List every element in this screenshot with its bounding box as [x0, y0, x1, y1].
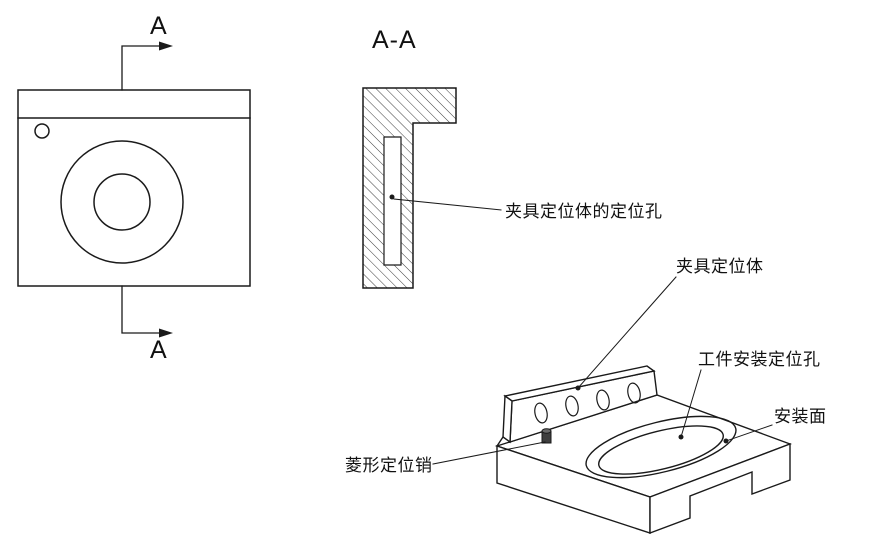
wall-hole-4: [627, 382, 641, 404]
leader-mounting-surface: [725, 424, 773, 442]
front-view-body-outline: [17, 89, 251, 287]
diamond-pin: [541, 428, 552, 444]
section-body-hatched: [362, 87, 457, 289]
section-cut-line-top: [121, 45, 160, 91]
leader-dot-fixture-body: [575, 385, 581, 391]
front-view-bore-outer: [60, 140, 184, 264]
front-view-corner-hole: [34, 123, 50, 139]
label-fixture-hole: 夹具定位体的定位孔: [505, 202, 663, 221]
wall-left-face: [502, 394, 513, 444]
leader-workpiece-hole: [680, 369, 702, 438]
leader-lines: [393, 198, 773, 465]
section-letter-top: A: [150, 12, 167, 40]
leader-diamond-pin: [432, 441, 546, 465]
section-hole-void: [384, 137, 401, 265]
diamond-pin-top: [541, 428, 552, 434]
section-hole-reference-dot: [389, 194, 395, 200]
wall-base-left-edge: [496, 436, 504, 447]
section-letter-bottom: A: [150, 336, 167, 364]
wall-hole-1: [534, 402, 548, 424]
label-mounting-surface: 安装面: [774, 407, 827, 426]
recess-outer-ellipse: [585, 415, 737, 479]
section-view-title: A-A: [372, 26, 417, 54]
wall-hole-3: [596, 389, 610, 411]
base-front-right-face-with-notch: [649, 442, 791, 535]
section-view: [362, 87, 457, 289]
wall-holes: [534, 382, 641, 424]
front-view: [17, 41, 251, 338]
section-cut-line-bottom: [121, 285, 160, 334]
section-arrow-top-icon: [159, 41, 173, 51]
leader-fixture-hole: [393, 198, 502, 211]
leader-fixture-body: [577, 276, 677, 389]
section-hole-edges: [383, 136, 402, 266]
leader-dot-workpiece-hole: [678, 434, 684, 440]
isometric-view: [494, 365, 793, 535]
wall-hole-2: [565, 395, 579, 417]
recess-inner-ellipse: [598, 425, 724, 475]
label-fixture-body: 夹具定位体: [676, 257, 764, 276]
leader-dot-mounting-surface: [723, 438, 729, 444]
label-workpiece-hole: 工件安装定位孔: [698, 350, 821, 369]
section-arrow-bottom-icon: [159, 328, 173, 338]
front-view-bore-inner: [93, 173, 151, 231]
label-diamond-pin: 菱形定位销: [345, 456, 433, 475]
